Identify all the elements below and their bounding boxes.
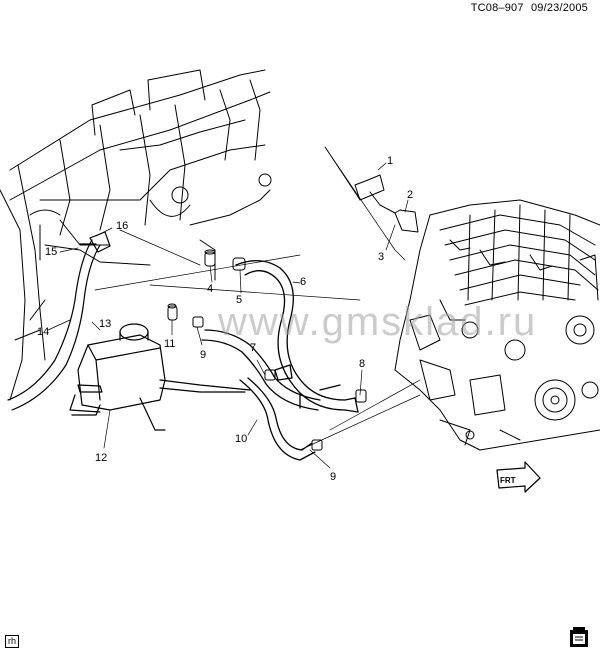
callout-label: 15 [45, 246, 57, 258]
callout-label: 7 [250, 342, 256, 354]
callout-label: 4 [207, 283, 213, 295]
callout-label: 10 [235, 433, 247, 445]
callout-label: 12 [95, 452, 107, 464]
callout-label: 5 [236, 294, 242, 306]
front-arrow-label: FRT [500, 476, 516, 485]
drawing-date: 09/23/2005 [530, 2, 588, 14]
callout-label: 3 [378, 251, 384, 263]
manual-icon [570, 627, 588, 647]
callout-label: 6 [300, 276, 306, 288]
callout-label: 2 [407, 189, 413, 201]
callout-label: 9 [200, 349, 206, 361]
drawing-code: TC08–907 [470, 2, 524, 14]
front-arrow [496, 461, 541, 493]
callout-label: 16 [116, 220, 128, 232]
callout-label: 1 [387, 155, 393, 167]
corner-tag: rh [5, 635, 20, 648]
body-panel-drawing [0, 69, 272, 401]
drawing-header: TC08–907 09/23/2005 [471, 2, 588, 14]
callout-label: 9 [330, 471, 336, 483]
callout-label: 13 [99, 318, 111, 330]
callout-labels: 1 2 3 4 5 6 7 8 9 9 10 11 12 13 14 15 16… [37, 155, 516, 485]
callout-label: 14 [37, 326, 49, 338]
heater-hoses-6-10 [201, 260, 359, 461]
engine-drawing [394, 199, 600, 451]
watermark-text: www.gmsklad.ru [218, 300, 538, 344]
callout-label: 8 [359, 358, 365, 370]
coolant-reservoir-drawing [69, 323, 251, 431]
leader-lines [47, 146, 421, 469]
callout-label: 11 [164, 338, 175, 350]
